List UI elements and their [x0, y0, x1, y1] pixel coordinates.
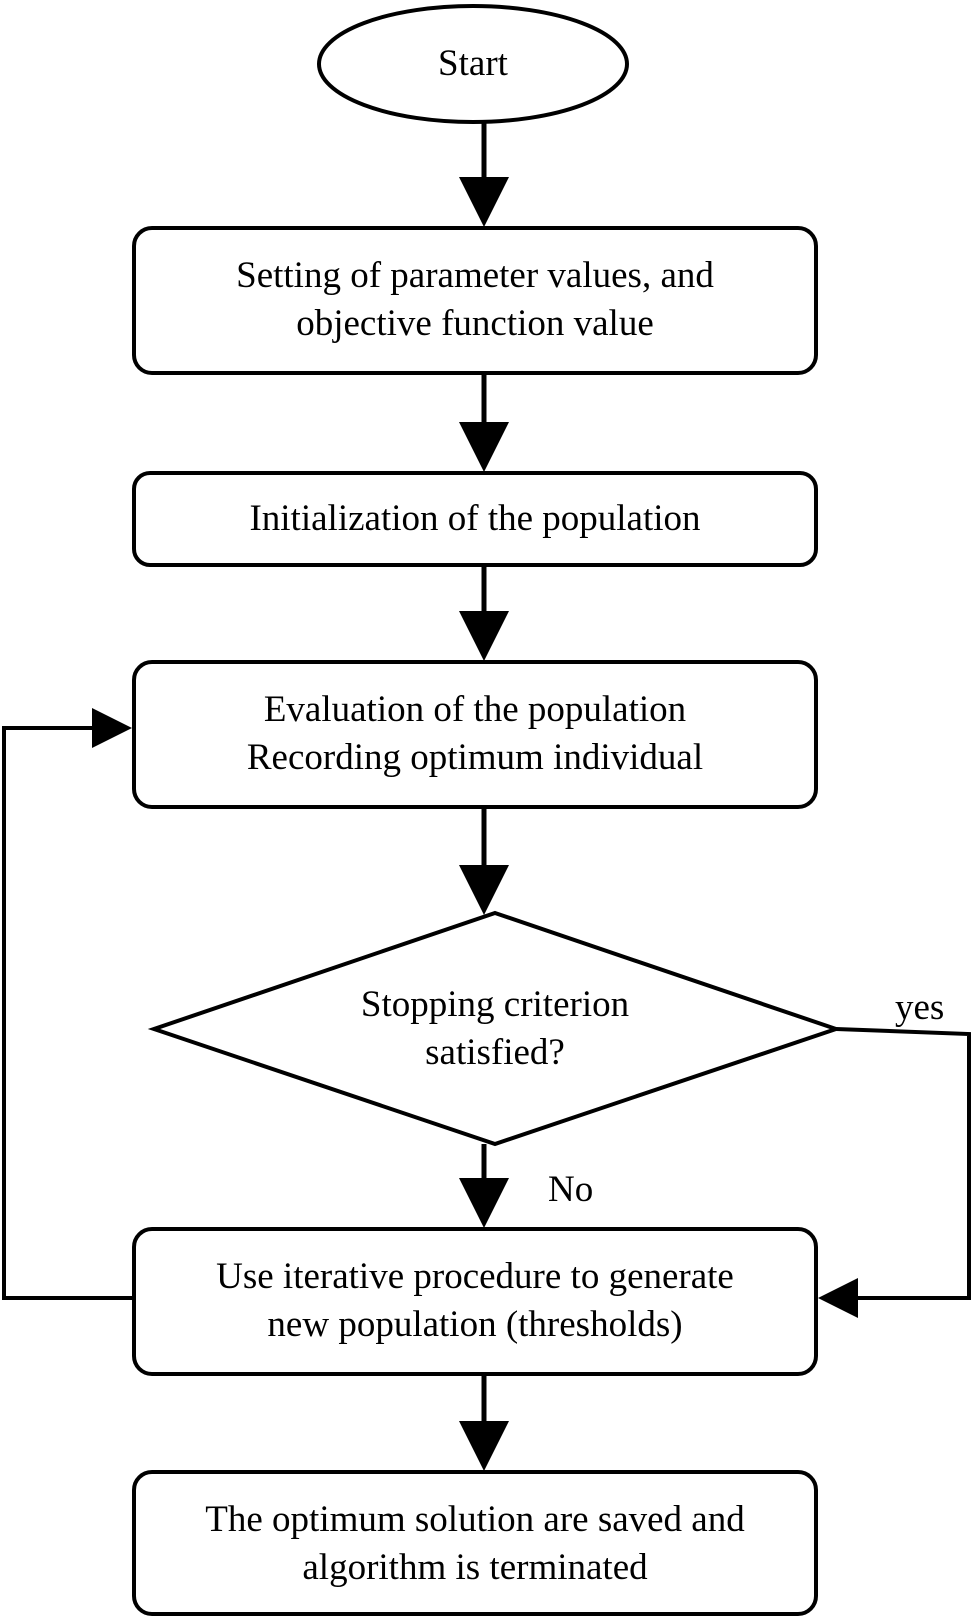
decision-node-shape: [147, 910, 843, 1147]
edge-decision-to-iterate-yes: [818, 1027, 971, 1318]
decision-label-line-1: Stopping criterion: [360, 984, 630, 1025]
edge-label-yes: yes: [895, 987, 945, 1028]
terminate-node-shape: [132, 1470, 818, 1616]
edge-iterate-to-evaluation-loop: [2, 708, 134, 1300]
start-label-line-1: Start: [438, 43, 508, 84]
evaluation-label-line-1: Evaluation of the population: [263, 689, 687, 730]
decision-node-label: Stopping criterion satisfied?: [254, 981, 736, 1077]
setting-label-line-1: Setting of parameter values, and: [236, 255, 714, 296]
initialization-label-line-1: Initialization of the population: [249, 498, 701, 539]
iterate-label-line-1: Use iterative procedure to generate: [216, 1256, 734, 1297]
setting-node-shape: [132, 226, 818, 375]
initialization-node-label: Initialization of the population: [134, 495, 816, 543]
evaluation-node-shape: [132, 660, 818, 809]
initialization-node-shape: [132, 471, 818, 567]
start-node-shape: [317, 4, 629, 124]
terminate-node-label: The optimum solution are saved and algor…: [134, 1496, 816, 1592]
evaluation-label-line-2: Recording optimum individual: [246, 737, 704, 778]
setting-label-line-2: objective function value: [296, 303, 654, 344]
decision-label-line-2: satisfied?: [425, 1032, 565, 1073]
terminate-label-line-2: algorithm is terminated: [302, 1547, 648, 1588]
evaluation-node-label: Evaluation of the population Recording o…: [134, 686, 816, 782]
iterate-node-label: Use iterative procedure to generate new …: [134, 1253, 816, 1349]
iterate-label-line-2: new population (thresholds): [267, 1304, 683, 1345]
edge-label-no: No: [548, 1169, 594, 1210]
terminate-label-line-1: The optimum solution are saved and: [205, 1499, 745, 1540]
start-node-label: Start: [319, 40, 627, 88]
setting-node-label: Setting of parameter values, and objecti…: [134, 252, 816, 348]
iterate-node-shape: [132, 1227, 818, 1376]
